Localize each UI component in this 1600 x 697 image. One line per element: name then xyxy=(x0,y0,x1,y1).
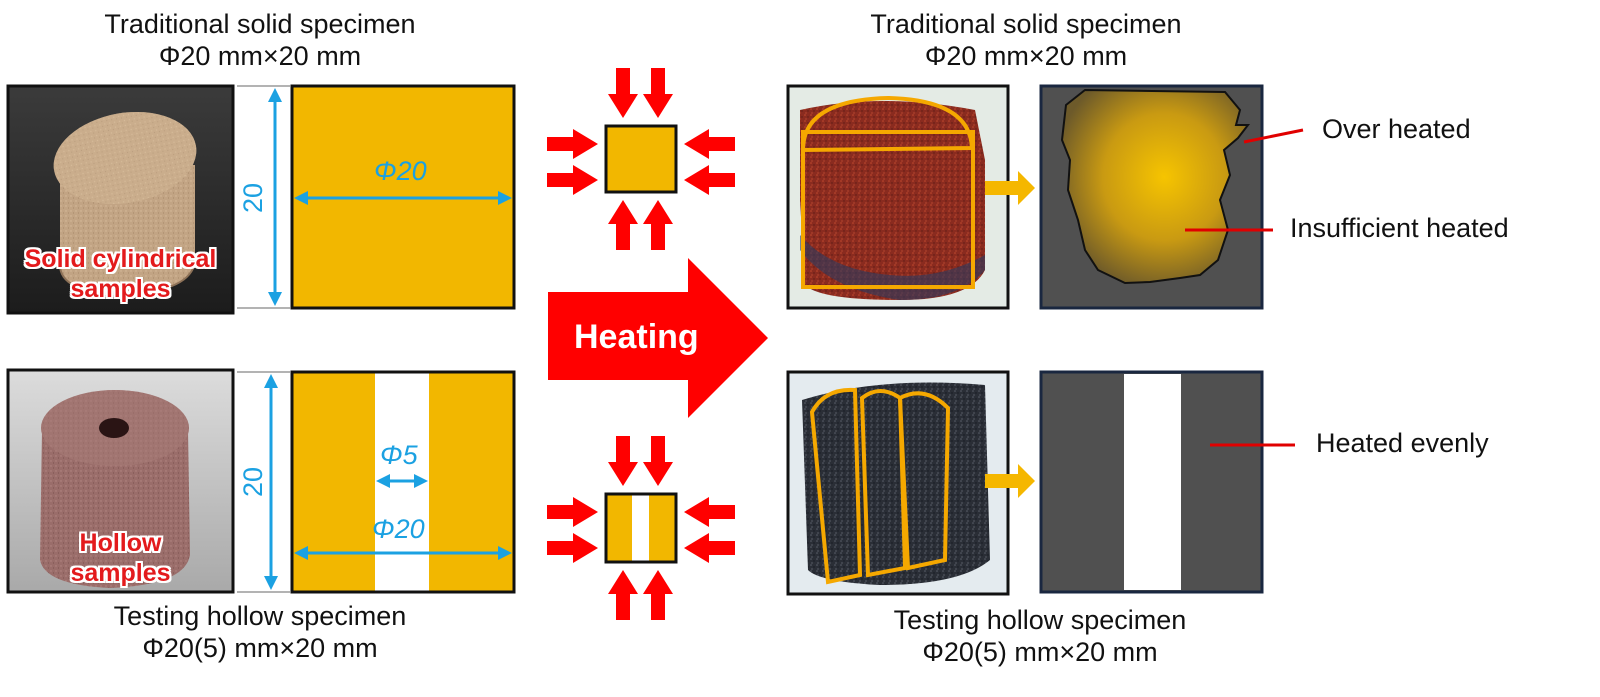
over-heated-label: Over heated xyxy=(1322,114,1471,144)
caption-title: Testing hollow specimen xyxy=(893,605,1187,635)
solid-sample-label-line2: samples xyxy=(70,275,171,303)
result-arrow-bottom xyxy=(985,464,1035,498)
hollow-sample-label-line2: samples xyxy=(70,559,171,587)
caption-dims: Φ20 mm×20 mm xyxy=(924,41,1128,71)
inner-diameter-label-hollow: Φ5 xyxy=(380,440,418,470)
caption-top-right: Traditional solid specimen Φ20 mm×20 mm xyxy=(826,8,1226,72)
insufficient-heated-label: Insufficient heated xyxy=(1290,213,1509,243)
solid-sample-label: Solid cylindrical samples xyxy=(8,244,233,304)
pointer-over-heated xyxy=(1243,128,1304,144)
heated-evenly-label: Heated evenly xyxy=(1316,428,1489,458)
height-label-solid: 20 xyxy=(238,182,268,213)
heating-label: Heating xyxy=(574,318,699,356)
caption-title: Testing hollow specimen xyxy=(113,601,407,631)
height-label-hollow: 20 xyxy=(238,466,268,497)
solid-result-photo xyxy=(786,84,1010,310)
hollow-sample-label-line1: Hollow xyxy=(79,529,162,557)
hollow-heat-map xyxy=(1039,370,1264,594)
result-arrow-top xyxy=(985,171,1035,205)
heating-arrow xyxy=(548,258,768,418)
solid-sample-label-line1: Solid cylindrical xyxy=(24,245,217,273)
solid-heating-icon xyxy=(547,68,735,250)
diameter-label-hollow: Φ20 xyxy=(372,514,425,544)
caption-dims: Φ20(5) mm×20 mm xyxy=(142,633,378,663)
hollow-specimen-schematic xyxy=(237,370,516,594)
caption-dims: Φ20(5) mm×20 mm xyxy=(922,637,1158,667)
caption-bottom-right: Testing hollow specimen Φ20(5) mm×20 mm xyxy=(840,604,1240,668)
hollow-sample-photo xyxy=(6,368,235,594)
caption-bottom-left: Testing hollow specimen Φ20(5) mm×20 mm xyxy=(60,600,460,664)
caption-dims: Φ20 mm×20 mm xyxy=(158,41,362,71)
caption-title: Traditional solid specimen xyxy=(870,9,1182,39)
diameter-label-solid: Φ20 xyxy=(374,156,427,186)
solid-specimen-schematic xyxy=(237,84,516,310)
hollow-heating-icon xyxy=(547,436,735,620)
solid-heat-map xyxy=(1039,84,1264,310)
caption-top-left: Traditional solid specimen Φ20 mm×20 mm xyxy=(60,8,460,72)
hollow-result-photo xyxy=(786,370,1010,596)
solid-sample-photo xyxy=(6,84,235,315)
caption-title: Traditional solid specimen xyxy=(104,9,416,39)
hollow-sample-label: Hollow samples xyxy=(8,528,233,588)
